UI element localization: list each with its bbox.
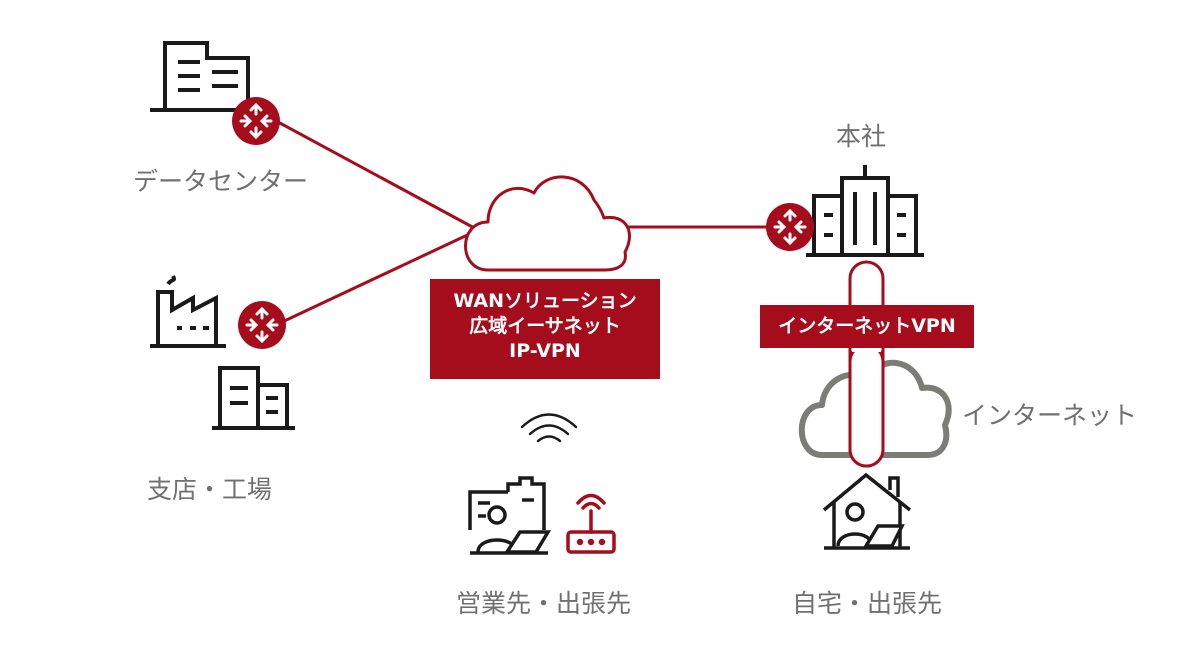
router-icon [238, 301, 286, 349]
wan-tag-line1: WANソリューション [453, 290, 637, 312]
label-branch: 支店・工場 [147, 475, 273, 504]
vpn-tag: インターネットVPN [760, 305, 974, 348]
wan-tag: WANソリューション 広域イーサネット IP-VPN [430, 279, 660, 379]
factory-icon [150, 275, 226, 348]
label-headquarters: 本社 [836, 122, 887, 151]
home-worker-icon [822, 472, 912, 550]
connection-lines [277, 120, 772, 325]
label-sales: 営業先・出張先 [456, 589, 632, 618]
label-datacenter: データセンター [133, 167, 309, 196]
line-branch-to-wan [279, 228, 479, 325]
wan-tag-line3: IP-VPN [509, 340, 581, 362]
label-home: 自宅・出張先 [792, 589, 943, 618]
router-icon [766, 203, 814, 251]
wan-cloud-icon [464, 175, 631, 272]
router-icon [232, 97, 280, 145]
wifi-router-icon [566, 493, 616, 554]
wifi-icon [520, 413, 578, 443]
line-datacenter-to-wan [277, 120, 479, 232]
branch-office-icon [212, 366, 295, 430]
headquarters-building-icon [806, 165, 924, 257]
internet-cloud-icon [798, 359, 952, 458]
wan-tag-line2: 広域イーサネット [469, 315, 621, 337]
label-internet: インターネット [962, 401, 1138, 430]
data-center-building-icon [150, 41, 258, 112]
vpn-tag-label: インターネットVPN [778, 315, 956, 337]
mobile-worker-icon [468, 476, 552, 555]
vpn-tunnel-front [848, 343, 885, 468]
